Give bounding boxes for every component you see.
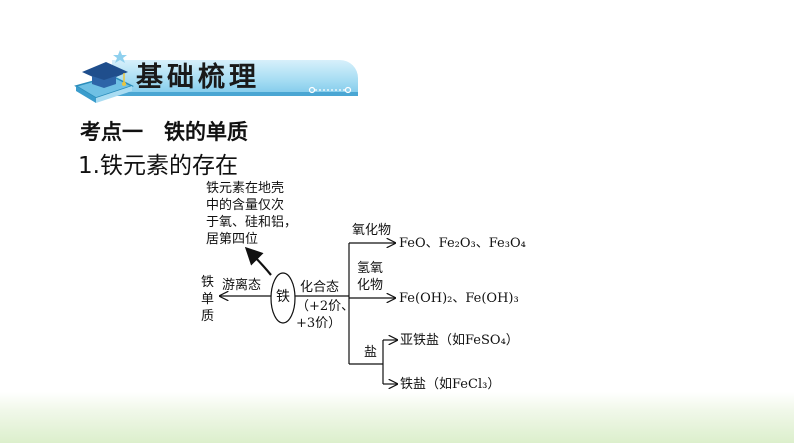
hydroxide-label-line-1: 氢氧 [357,261,384,276]
ferric-salt: 铁盐（如FeCl₃） [400,377,501,392]
section-title: 考点一 铁的单质 [80,120,248,144]
valence-line-1: （+2价、 [296,299,355,314]
section-subtitle: 1.铁元素的存在 [78,153,238,179]
valence-line-2: +3价） [296,316,342,331]
hydroxide-formulas: Fe(OH)₂、Fe(OH)₃ [399,291,519,306]
salt-label: 盐 [364,345,378,360]
ferrous-salt: 亚铁盐（如FeSO₄） [400,333,519,348]
free-state-label: 游离态 [222,278,262,293]
banner-title: 基础梳理 [136,62,260,93]
banner-stripe [112,92,358,96]
oxide-formulas: FeO、Fe₂O₃、Fe₃O₄ [399,236,526,251]
iron-center-label: 铁 [276,289,290,305]
elemental-iron-char-2: 单 [201,292,215,307]
note-line-1: 铁元素在地壳 [206,181,285,196]
note-line-4: 居第四位 [206,232,259,247]
oxide-label: 氧化物 [352,223,392,238]
note-line-2: 中的含量仅次 [206,198,285,213]
note-line-3: 于氧、硅和铝， [206,215,298,230]
combined-state-label: 化合态 [300,280,340,295]
section-banner: 基础梳理 [72,46,362,106]
elemental-iron-char-1: 铁 [201,275,215,290]
book-cap-icon [74,50,134,103]
elemental-iron-char-3: 质 [201,309,215,324]
dots-decoration [308,86,352,94]
bottom-decoration-band [0,392,794,443]
hydroxide-label-line-2: 化物 [357,278,384,293]
